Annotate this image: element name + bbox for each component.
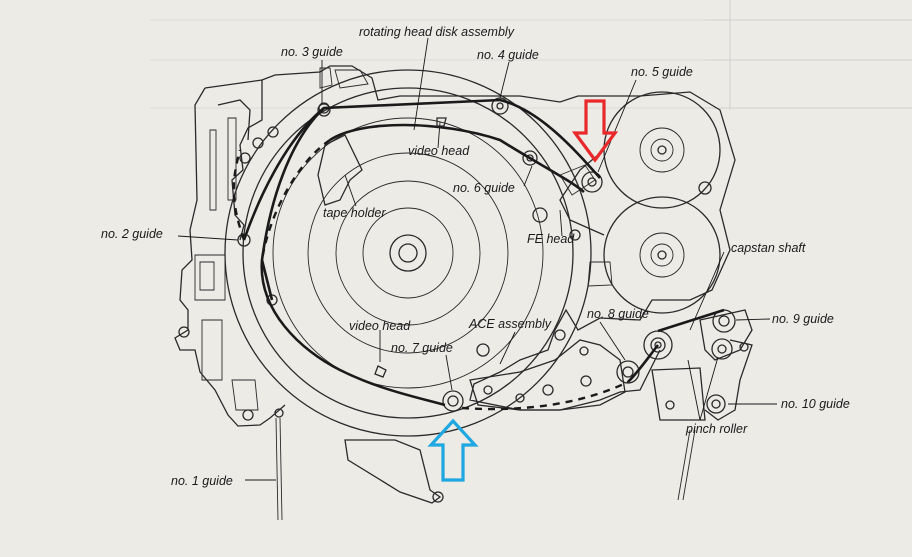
tape-path [232,98,725,411]
blue-up-arrow [427,418,479,482]
leader-lines [177,37,777,481]
label-video-head-top: video head [408,144,470,158]
label-fe-head: FE head [527,232,575,246]
reel-assemblies [532,91,721,314]
no6-guide-roller [522,150,538,166]
label-no4-guide: no. 4 guide [477,48,539,62]
label-no7-guide: no. 7 guide [391,341,453,355]
capstan-assembly [643,309,753,501]
red-down-arrow [571,99,619,163]
no7-guide-roller [442,390,464,412]
label-no1-guide: no. 1 guide [171,474,233,488]
lower-pedestal [344,439,444,504]
label-no9-guide: no. 9 guide [772,312,834,326]
ace-assembly [469,329,640,411]
label-no3-guide: no. 3 guide [281,45,343,59]
label-no8-guide: no. 8 guide [587,307,649,321]
label-no6-guide: no. 6 guide [453,181,515,195]
video-head-top [436,117,447,127]
label-tape-holder: tape holder [323,206,386,220]
label-video-head-bottom: video head [349,319,411,333]
background-table-fragment [150,0,912,110]
label-capstan-shaft: capstan shaft [731,241,806,255]
head-drum [224,69,592,437]
chassis [174,65,736,521]
no5-guide-roller [581,171,603,193]
guide-rollers [237,97,603,412]
label-no5-guide: no. 5 guide [631,65,693,79]
labels: rotating head disk assembly no. 3 guide … [101,25,850,488]
video-head-bottom [374,365,387,378]
label-no2-guide: no. 2 guide [101,227,163,241]
label-no10-guide: no. 10 guide [781,397,850,411]
label-rotating-head-disk: rotating head disk assembly [359,25,515,39]
heads [374,117,447,378]
label-ace-assembly: ACE assembly [468,317,552,331]
label-pinch-roller: pinch roller [685,422,748,436]
tape-holder-part [317,67,369,206]
